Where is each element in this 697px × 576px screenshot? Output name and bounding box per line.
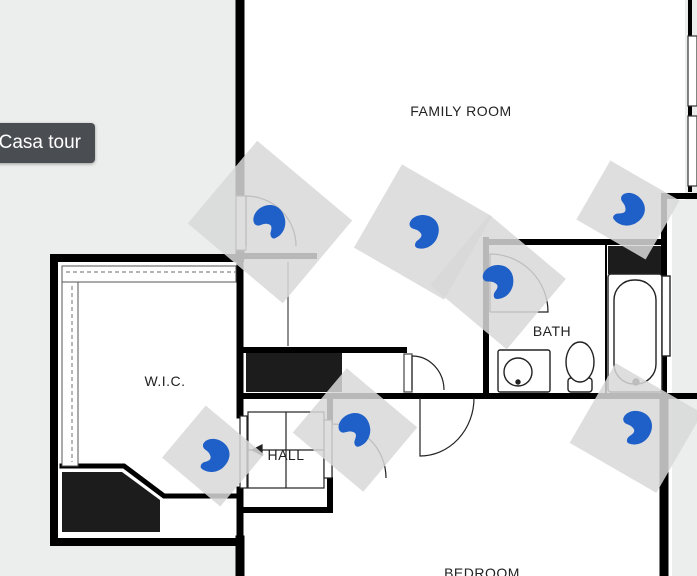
- viewpoint-marker-icon[interactable]: [336, 410, 374, 451]
- solid-fill-areas: [62, 246, 664, 532]
- viewpoint-marker-icon[interactable]: [482, 265, 514, 300]
- tour-button-label: Casa tour: [0, 132, 81, 153]
- room-label-bedroom: BEDROOM: [444, 565, 520, 576]
- viewpoint-marker-icon[interactable]: [250, 201, 290, 243]
- viewpoint-markers[interactable]: [190, 188, 656, 479]
- bath-fixtures: [497, 273, 671, 393]
- room-label-wic: W.I.C.: [144, 373, 185, 389]
- outside-strip-right: [672, 200, 697, 576]
- room-label-family-room: FAMILY ROOM: [410, 103, 511, 119]
- room-label-bath: BATH: [533, 323, 571, 339]
- viewpoint-marker-icon[interactable]: [615, 406, 656, 449]
- wic-shelving: [61, 265, 237, 467]
- viewpoint-marker-icon[interactable]: [605, 188, 651, 233]
- viewpoint-marker-icon[interactable]: [403, 211, 442, 252]
- casa-tour-button[interactable]: Casa tour: [0, 123, 95, 163]
- room-label-hall: HALL: [267, 447, 304, 463]
- viewpoint-marker-icon[interactable]: [190, 433, 235, 479]
- window-right: [687, 35, 697, 187]
